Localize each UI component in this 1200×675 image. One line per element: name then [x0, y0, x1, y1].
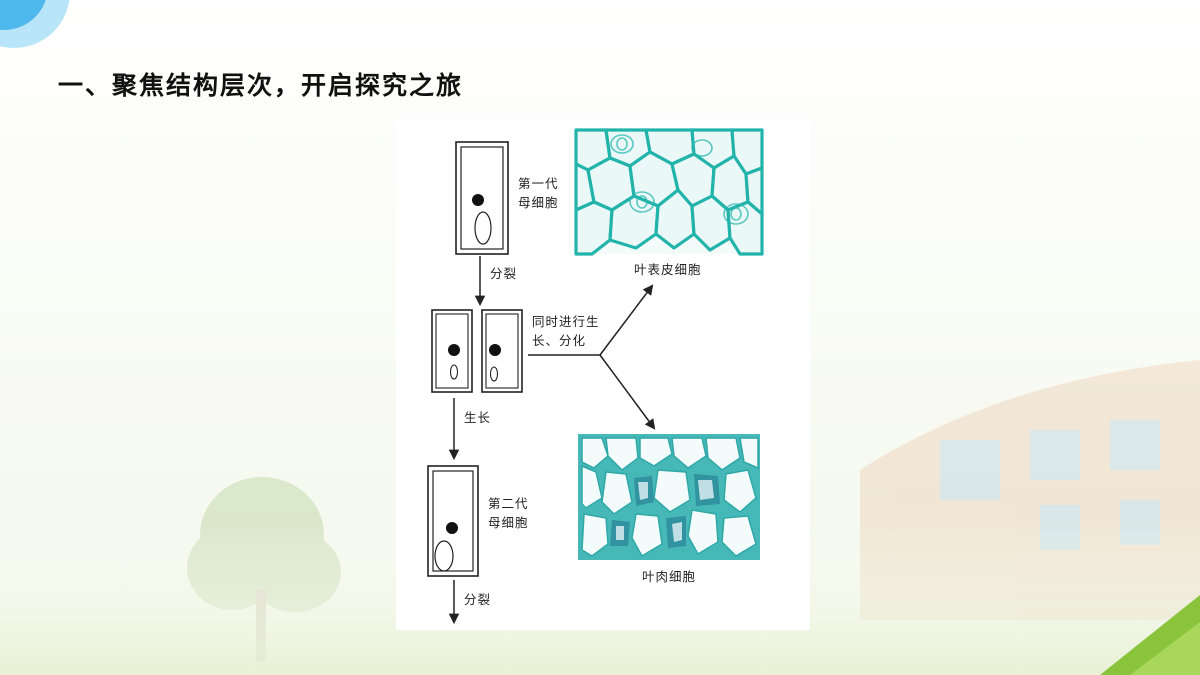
second-mother-cell-label: 第二代 母细胞 — [488, 494, 529, 532]
nucleus-icon — [448, 344, 460, 356]
nucleus-icon — [489, 344, 501, 356]
second-mother-cell — [428, 466, 478, 576]
nucleus-icon — [446, 522, 458, 534]
divide-label-2: 分裂 — [464, 590, 491, 609]
divide-label-1: 分裂 — [490, 264, 517, 283]
epidermis-caption: 叶表皮细胞 — [634, 260, 702, 279]
cell-division-figure: 第一代 母细胞 分裂 同时进行生 长、分化 生长 第二代 母细胞 分裂 叶表皮细… — [396, 118, 810, 630]
branch-arrow-up — [600, 286, 652, 355]
first-mother-cell-label: 第一代 母细胞 — [518, 174, 559, 212]
cell-division-diagram — [396, 118, 810, 630]
first-mother-cell — [456, 142, 508, 254]
mesophyll-caption: 叶肉细胞 — [642, 567, 696, 586]
daughter-cells — [432, 310, 522, 392]
branch-arrow-down — [600, 355, 654, 428]
slide-title: 一、聚焦结构层次，开启探究之旅 — [58, 66, 463, 102]
mesophyll-micrograph — [578, 434, 760, 560]
nucleus-icon — [472, 194, 484, 206]
growth-differentiation-label: 同时进行生 长、分化 — [532, 312, 600, 350]
epidermis-micrograph — [576, 130, 762, 254]
growth-label: 生长 — [464, 408, 491, 427]
